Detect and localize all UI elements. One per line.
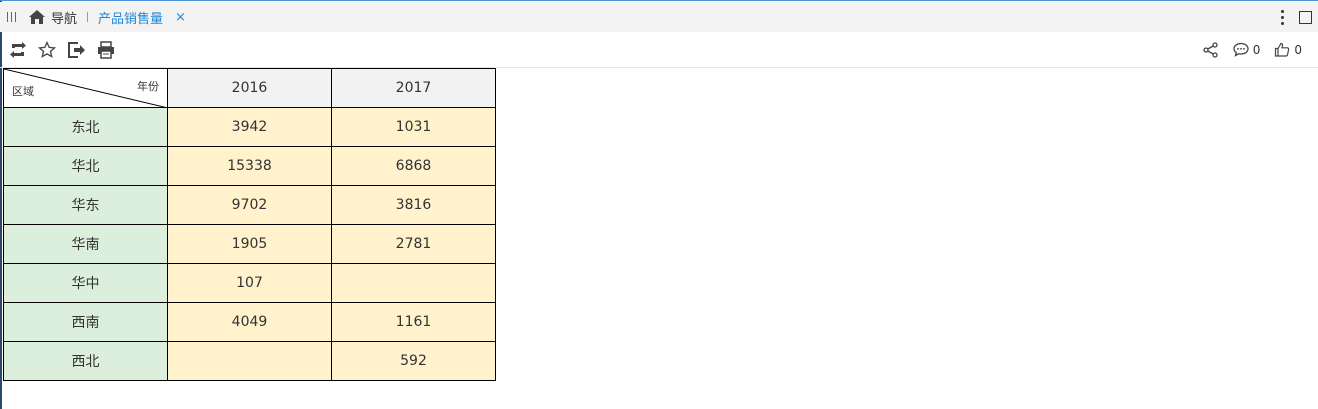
value-cell: 6868 (331, 146, 496, 186)
table-row: 华东 9702 3816 (3, 185, 496, 225)
table-row: 华北 15338 6868 (3, 146, 496, 186)
likes-counter[interactable]: 0 (1274, 42, 1302, 57)
export-icon[interactable] (67, 41, 86, 59)
region-cell: 西北 (3, 341, 168, 381)
tab-separator (87, 12, 89, 22)
tab-bar: 导航 产品销售量 × (0, 2, 1318, 32)
tab-close-button[interactable]: × (175, 9, 186, 25)
tab-home-label: 导航 (51, 11, 78, 27)
region-cell: 东北 (3, 107, 168, 147)
favorite-star-icon[interactable] (38, 40, 56, 59)
value-cell: 9702 (167, 185, 332, 225)
value-cell: 1905 (167, 224, 332, 264)
value-cell: 15338 (167, 146, 332, 186)
thumbs-up-icon (1275, 42, 1290, 57)
share-icon[interactable] (1203, 41, 1219, 58)
table-row: 西北 592 (3, 341, 496, 381)
comment-count: 0 (1252, 42, 1261, 57)
region-cell: 华北 (3, 146, 168, 186)
value-cell: 4049 (167, 302, 332, 342)
column-header-year: 2017 (331, 68, 496, 108)
corner-year-label: 年份 (137, 80, 159, 93)
comment-icon (1233, 42, 1249, 57)
window-controls (1281, 2, 1312, 32)
table-row: 东北 3942 1031 (3, 107, 496, 147)
window-edge (0, 1, 2, 409)
like-count: 0 (1294, 42, 1302, 57)
value-cell: 2781 (331, 224, 496, 264)
toolbar: 0 0 (0, 32, 1318, 68)
region-cell: 西南 (3, 302, 168, 342)
corner-region-label: 区域 (12, 85, 34, 98)
tab-home[interactable]: 导航 (29, 8, 77, 27)
value-cell: 1031 (331, 107, 496, 147)
table-header-row: 年份 区域 2016 2017 (3, 68, 496, 108)
table-row: 西南 4049 1161 (3, 302, 496, 342)
value-cell: 592 (331, 341, 496, 381)
value-cell: 1161 (331, 302, 496, 342)
sales-report-table: 年份 区域 2016 2017 东北 3942 1031 华北 15338 68… (3, 68, 496, 381)
more-options-icon[interactable] (1281, 9, 1284, 25)
comments-counter[interactable]: 0 (1233, 42, 1261, 57)
table-corner-cell: 年份 区域 (3, 68, 168, 108)
value-cell: 107 (167, 263, 332, 303)
value-cell (331, 263, 496, 303)
refresh-icon[interactable] (9, 41, 27, 59)
maximize-button[interactable] (1299, 10, 1312, 24)
region-cell: 华中 (3, 263, 168, 303)
print-icon[interactable] (97, 40, 115, 59)
table-row: 华南 1905 2781 (3, 224, 496, 264)
value-cell: 3816 (331, 185, 496, 225)
region-cell: 华东 (3, 185, 168, 225)
home-icon (29, 10, 45, 24)
tab-product-sales[interactable]: 产品销售量 (98, 11, 164, 27)
table-row: 华中 107 (3, 263, 496, 303)
value-cell: 3942 (167, 107, 332, 147)
region-cell: 华南 (3, 224, 168, 264)
value-cell (167, 341, 332, 381)
menu-grip-icon[interactable] (7, 12, 16, 22)
column-header-year: 2016 (167, 68, 332, 108)
